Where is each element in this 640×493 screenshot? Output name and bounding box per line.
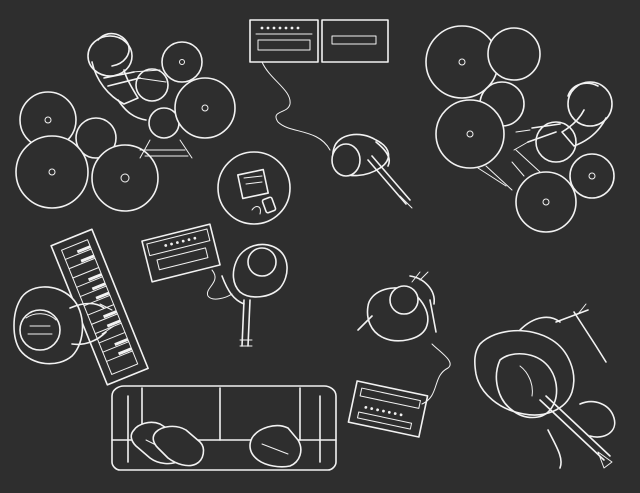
bass-drum (91, 144, 159, 212)
tom (135, 68, 169, 102)
drum-kit-right (425, 25, 615, 233)
keyboard (50, 228, 149, 386)
drummer-right (513, 81, 613, 151)
tom (535, 121, 577, 163)
amplifier-left (141, 223, 233, 300)
cushion (152, 425, 205, 467)
amplifier-bottom (347, 343, 451, 438)
sofa (111, 385, 337, 471)
cymbal (487, 27, 541, 81)
tom (148, 107, 180, 139)
cushion (249, 424, 302, 468)
amplifier-pair-top (249, 19, 389, 151)
cellist (474, 303, 616, 469)
cymbal (435, 99, 505, 169)
bassist (357, 271, 437, 342)
cello (495, 353, 613, 469)
floor-tom (75, 117, 117, 159)
cymbal (161, 41, 203, 83)
drum-kit-left (15, 32, 236, 212)
piano-keys (64, 245, 133, 362)
cymbal (15, 135, 89, 209)
bass-drum (515, 171, 577, 233)
drummer-left (87, 32, 167, 121)
cap-icon (19, 309, 61, 351)
cymbal (174, 77, 236, 139)
guitarist-middle (221, 243, 288, 347)
guitarist-top (331, 133, 413, 209)
floor-tom (569, 153, 615, 199)
side-table (217, 151, 291, 225)
keyboard-player (13, 286, 115, 365)
